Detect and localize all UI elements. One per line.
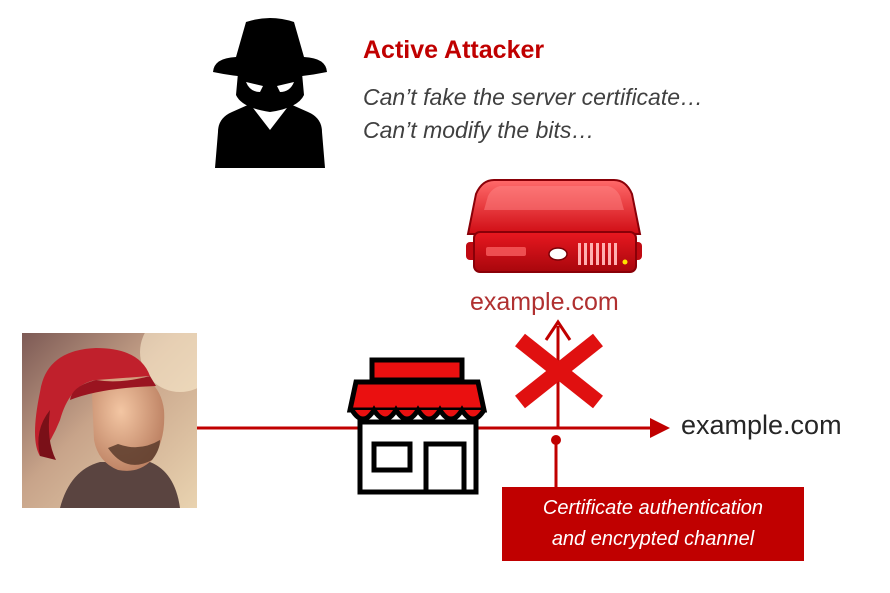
certificate-box-line-2: and encrypted channel	[551, 528, 755, 550]
server-icon	[466, 179, 642, 273]
server-label: example.com	[470, 288, 619, 316]
store-icon	[346, 357, 488, 495]
channel-tap	[551, 435, 561, 487]
destination-label: example.com	[681, 410, 842, 440]
certificate-box-line-1: Certificate authentication	[542, 497, 764, 519]
spy-icon	[213, 18, 327, 168]
attacker-caption-line-1: Can’t fake the server certificate…	[363, 84, 704, 110]
blocked-x-icon	[515, 333, 603, 409]
user-photo	[22, 333, 197, 508]
attacker-caption-line-2: Can’t modify the bits…	[363, 117, 595, 143]
attacker-title: Active Attacker	[363, 36, 545, 64]
certificate-box: Certificate authentication and encrypted…	[502, 487, 804, 561]
